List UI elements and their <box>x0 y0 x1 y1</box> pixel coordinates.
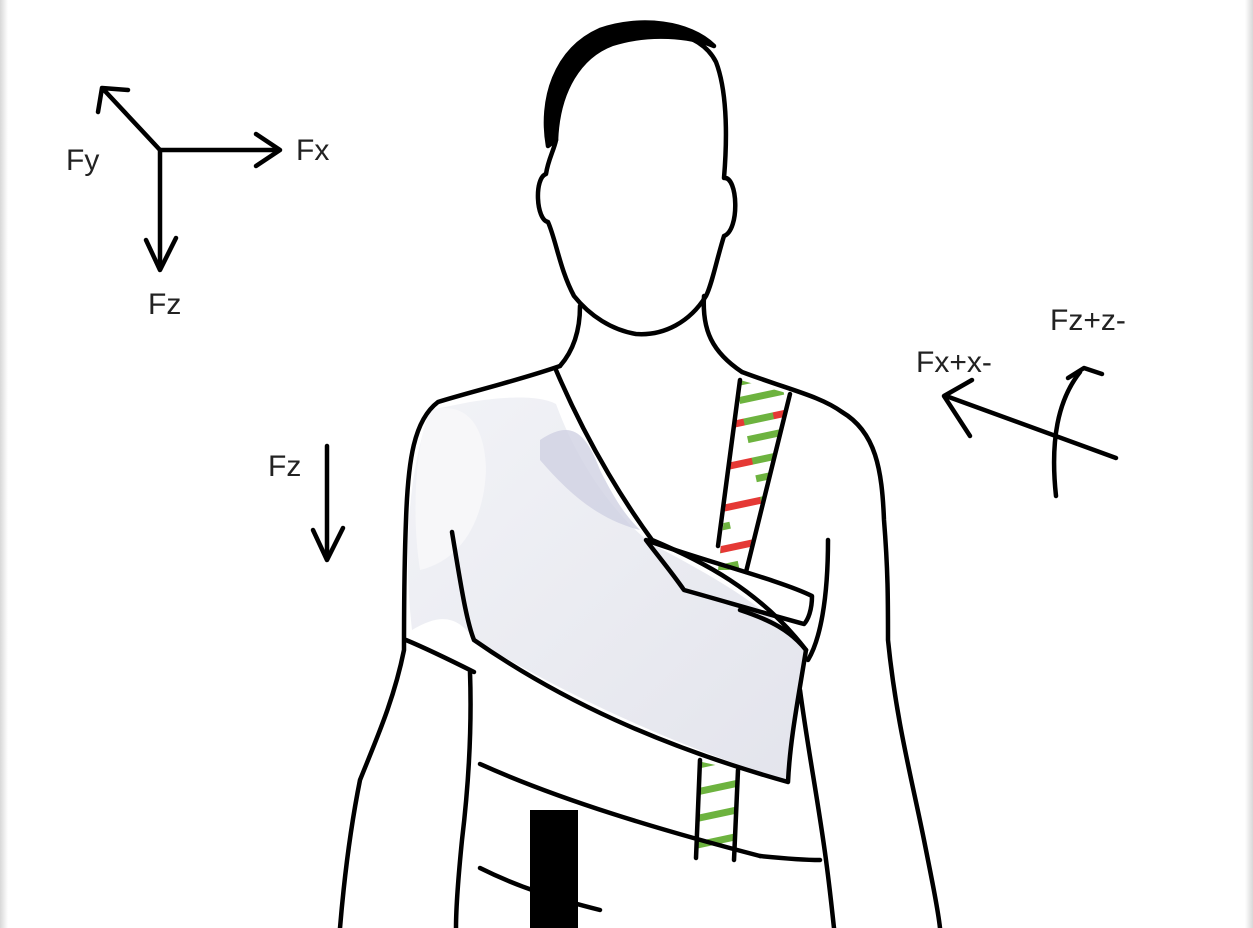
fx-rotation-arrowhead <box>944 380 972 436</box>
waist-band-right <box>760 856 820 860</box>
left-fz-label: Fz <box>268 452 301 482</box>
left-arm-sling-edge <box>406 640 474 672</box>
fx-rotation-axis <box>946 396 1116 458</box>
left-arm-inner <box>456 672 471 928</box>
fz-label: Fz <box>148 290 181 320</box>
fz-rotation-arrow <box>1054 372 1080 496</box>
rotation-symbol <box>944 368 1116 496</box>
fy-axis <box>104 90 160 150</box>
fx-rotation-label: Fx+x- <box>916 348 992 378</box>
fz-rotation-label: Fz+z- <box>1050 306 1126 336</box>
neck-right <box>704 296 742 372</box>
neck-left <box>560 306 580 366</box>
fx-label: Fx <box>296 136 329 166</box>
hair <box>546 23 714 146</box>
left-fz-arrow <box>313 446 343 560</box>
axes-legend <box>98 88 280 270</box>
black-strap <box>530 810 578 928</box>
fy-label: Fy <box>66 146 99 176</box>
fz-rotation-arrowhead <box>1068 368 1102 378</box>
right-torso <box>800 690 834 928</box>
